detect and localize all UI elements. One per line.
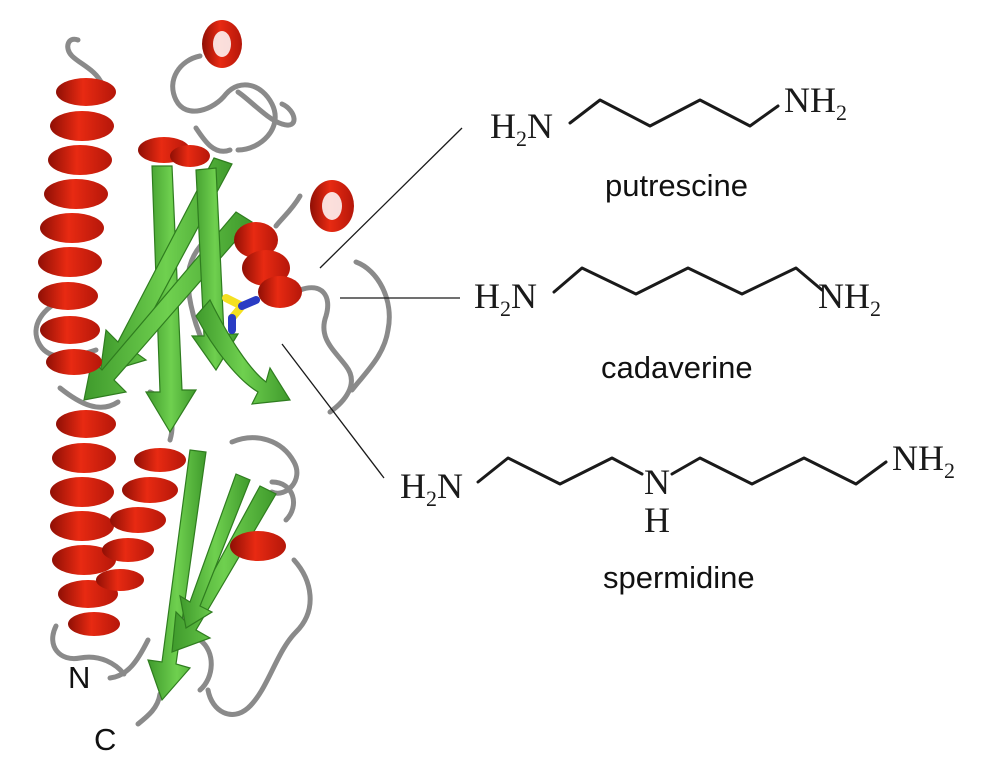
spermidine-right-amine: NH2	[892, 438, 955, 483]
spermidine-chain-right	[670, 456, 888, 486]
molecule-spermidine: H2N N H NH2 spermidine	[400, 438, 955, 595]
putrescine-carbon-chain	[568, 98, 780, 128]
molecule-cadaverine: H2N NH2 cadaverine	[474, 266, 881, 385]
n-terminus-label: N	[68, 660, 90, 695]
c-terminus-label: C	[94, 722, 116, 757]
putrescine-left-amine: H2N	[490, 106, 553, 151]
spermidine-label: spermidine	[603, 560, 755, 595]
spermidine-center-amine: N	[644, 462, 670, 502]
ligand-sticks	[222, 294, 260, 334]
helix-right-site	[234, 180, 354, 308]
beta-strands	[83, 157, 292, 702]
cadaverine-label: cadaverine	[601, 350, 753, 385]
putrescine-label: putrescine	[605, 168, 748, 203]
putrescine-right-amine: NH2	[784, 80, 847, 125]
spermidine-chain-left	[476, 456, 644, 486]
spermidine-center-hydrogen: H	[644, 500, 670, 540]
leader-lines	[281, 127, 463, 479]
helix-lower-left	[50, 410, 120, 636]
spermidine-left-amine: H2N	[400, 466, 463, 511]
cadaverine-left-amine: H2N	[474, 276, 537, 321]
cadaverine-carbon-chain	[552, 266, 824, 296]
leader-line-putrescine	[319, 127, 463, 269]
alpha-helices	[38, 20, 354, 636]
helix-middle	[96, 448, 186, 591]
helix-upper-short	[138, 137, 210, 167]
helix-lower-right	[230, 531, 286, 561]
helix-long-left	[38, 78, 116, 375]
protein-ribbon: N C	[33, 20, 392, 757]
cadaverine-right-amine: NH2	[818, 276, 881, 321]
helix-top	[202, 20, 242, 68]
leader-line-spermidine	[281, 343, 385, 479]
molecule-putrescine: H2N NH2 putrescine	[490, 80, 847, 203]
